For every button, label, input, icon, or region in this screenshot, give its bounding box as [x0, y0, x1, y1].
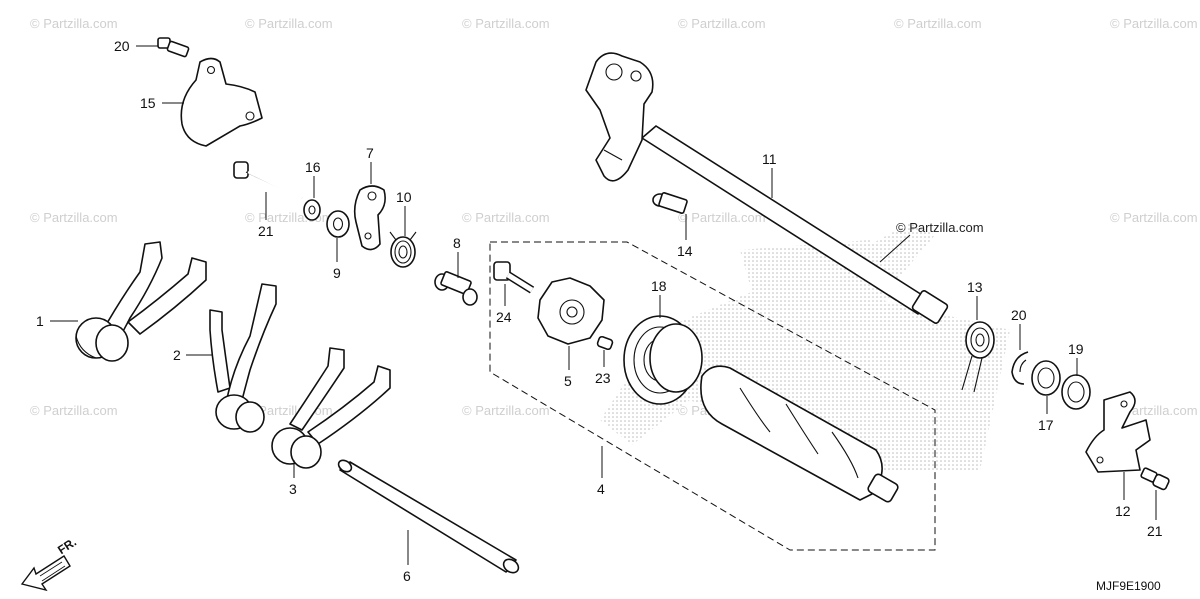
watermark: © Partzilla.com	[30, 16, 118, 31]
watermark: © Partzilla.com	[1110, 16, 1198, 31]
callout-15: 15	[140, 95, 156, 111]
callout-1: 1	[36, 313, 44, 329]
part-14-pin	[652, 192, 688, 214]
callout-19: 19	[1068, 341, 1084, 357]
part-21-bolt-right	[1140, 467, 1170, 491]
part-8-collar	[434, 271, 478, 306]
callout-3: 3	[289, 481, 297, 497]
part-2-shift-fork	[209, 283, 277, 433]
watermark: © Partzilla.com	[678, 210, 766, 225]
watermark: © Partzilla.com	[462, 210, 550, 225]
part-11-gearshift-spindle	[585, 52, 949, 324]
callout-21-right: 21	[1147, 523, 1163, 539]
callout-16: 16	[305, 159, 321, 175]
callout-labels: 20 15 21 16 9 7 10 8 1 2 3 6 4 5 23 24 1…	[36, 38, 1163, 584]
part-6-fork-shaft	[337, 459, 520, 574]
part-1-shift-fork	[75, 241, 207, 362]
callout-2: 2	[173, 347, 181, 363]
watermark: © Partzilla.com	[462, 403, 550, 418]
stipple-shading	[600, 222, 1010, 470]
callout-6: 6	[403, 568, 411, 584]
part-23-dowel-pin	[596, 335, 614, 351]
part-7-stopper-arm	[353, 185, 386, 251]
watermark: © Partzilla.com	[894, 16, 982, 31]
callout-5: 5	[564, 373, 572, 389]
callout-21: 20	[114, 38, 130, 54]
part-9-washer	[326, 210, 350, 238]
part-4-shift-drum	[700, 365, 899, 503]
part-22-bolt	[233, 161, 303, 200]
part-21-bolt	[157, 37, 190, 58]
watermark: © Partzilla.com	[678, 16, 766, 31]
callout-24: 24	[496, 309, 512, 325]
callout-4: 4	[597, 481, 605, 497]
part-3-shift-fork	[271, 347, 391, 469]
callout-18: 18	[651, 278, 667, 294]
callout-22: 21	[258, 223, 274, 239]
watermark: © Partzilla.com	[462, 16, 550, 31]
front-direction-arrow: FR.	[20, 535, 79, 592]
part-10-spring	[389, 231, 417, 268]
callout-13: 13	[967, 279, 983, 295]
callout-12: 12	[1115, 503, 1131, 519]
drawing-code: MJF9E1900	[1096, 579, 1161, 593]
part-24-bolt	[493, 261, 535, 294]
callout-7: 7	[366, 145, 374, 161]
part-17-washer	[1031, 360, 1061, 396]
part-20-circlip	[1011, 351, 1029, 385]
part-16-washer	[303, 199, 321, 221]
part-12-plate	[1085, 391, 1151, 473]
callout-11: 11	[762, 151, 777, 167]
watermark: © Partzilla.com	[1110, 210, 1198, 225]
part-13-spring	[961, 321, 995, 393]
part-19-oil-seal	[1061, 374, 1091, 410]
callout-23: 23	[595, 370, 611, 386]
callout-10: 10	[396, 189, 412, 205]
callout-9: 9	[333, 265, 341, 281]
callout-17: 17	[1038, 417, 1054, 433]
watermark-leader	[879, 234, 911, 263]
part-5-drum-center	[537, 277, 605, 345]
watermark: © Partzilla.com	[30, 210, 118, 225]
leader-lines	[50, 45, 1157, 565]
callout-14: 14	[677, 243, 693, 259]
main-watermark: © Partzilla.com	[896, 220, 984, 235]
watermark: © Partzilla.com	[30, 403, 118, 418]
callout-8: 8	[453, 235, 461, 251]
part-18-bearing	[623, 315, 703, 405]
assembly-box	[489, 241, 936, 551]
watermark: © Partzilla.com	[245, 16, 333, 31]
callout-20: 20	[1011, 307, 1027, 323]
part-15-bracket	[180, 57, 263, 147]
front-label: FR.	[55, 535, 79, 557]
